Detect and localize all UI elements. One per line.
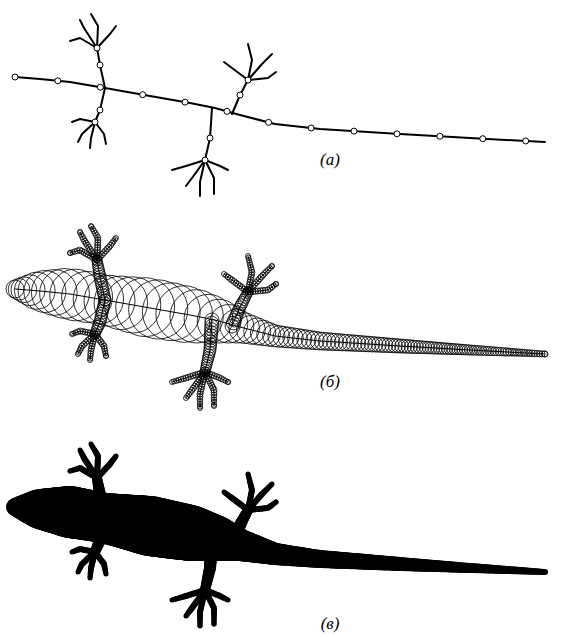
panel-label: (в) <box>319 615 342 634</box>
medial-circles <box>6 224 548 411</box>
skeleton <box>12 14 545 196</box>
panel-label: (б) <box>318 373 342 392</box>
silhouette <box>6 442 548 629</box>
panel-label: (а) <box>318 151 342 170</box>
